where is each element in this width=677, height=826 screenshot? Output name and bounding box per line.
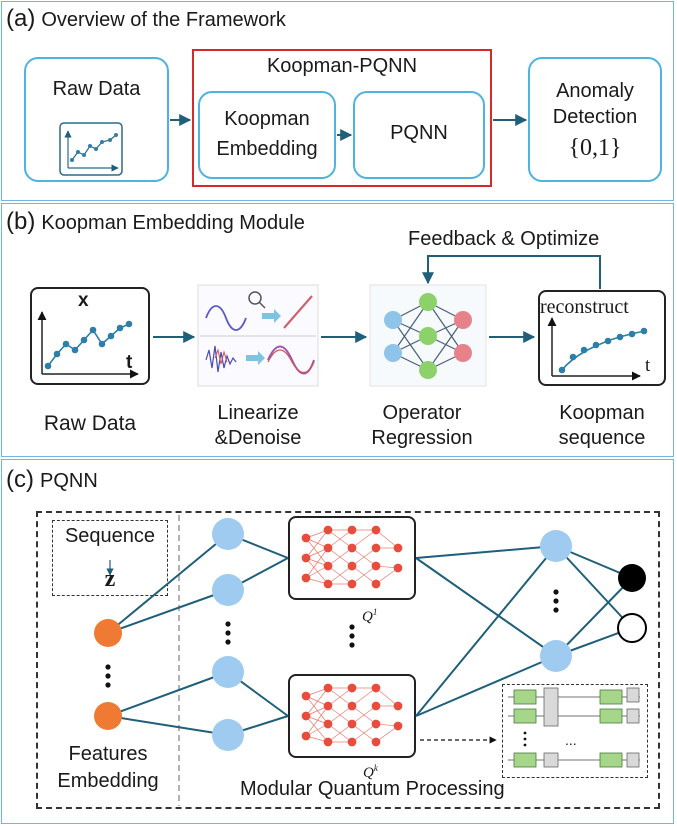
circuit-ellipsis: ... [565,732,577,748]
operator-line2: Regression [371,427,473,449]
q1-sup: 1 [372,607,378,617]
anomaly-line2: Detection [552,106,638,128]
feedback-label: Feedback & Optimize [408,228,600,250]
operator-regression-network-icon [369,284,487,387]
embedding-nodes [212,518,244,751]
koopman-pqnn-frame [192,49,492,187]
koopman-embedding-line2: Embedding [216,138,318,160]
output-hidden-nodes [540,530,572,672]
koopman-seq-line2: sequence [558,427,646,449]
raw-data-mini-chart-icon [59,122,123,176]
panel-b-heading: Koopman Embedding Module [41,212,305,234]
panel-c-label: (c) [6,466,34,493]
quantum-module-1-net-icon [301,525,403,589]
raw-data-label: Raw Data [52,78,141,100]
koopman-sequence-plot-icon [547,317,648,381]
panel-pqnn [1,459,674,824]
panel-b-arrows [153,255,601,343]
modular-label: Modular Quantum Processing [240,778,505,800]
t-variable-1: t [126,352,133,373]
sequence-box [52,520,168,596]
output-node-1 [618,564,646,592]
qk-label: Qk [363,763,378,782]
panel-c-heading: PQNN [39,470,98,492]
koopman-embedding-line1: Koopman [224,108,310,130]
features-line2: Embedding [57,770,159,792]
panel-a-title: (a)Overview of the Framework [6,5,286,33]
panel-koopman-embedding [1,203,674,457]
quantum-circuit-box [502,684,648,778]
anomaly-detection-box [528,57,662,182]
panel-a-arrows [170,114,528,141]
linearize-denoise-icon [197,284,319,387]
linearize-line2: &Denoise [214,427,302,449]
features-line1: Features [68,743,148,765]
reconstruct-label: reconstruct [540,296,629,318]
qk-letter: Q [363,765,374,781]
quantum-circuit-icon [508,687,640,768]
operator-line1: Operator [382,402,462,424]
sequence-label: Sequence [64,525,156,547]
x-variable: x [78,290,89,311]
anomaly-line1: Anomaly [556,80,634,102]
panel-a-heading: Overview of the Framework [41,9,286,31]
linearize-line1: Linearize [217,402,299,424]
pqnn-box [353,91,485,179]
anomaly-set: {0,1} [568,135,622,161]
quantum-module-k-net-icon [301,683,403,747]
q1-letter: Q [362,609,373,625]
pqnn-outer-frame [36,511,660,809]
raw-data-plot-box [30,287,150,385]
koopman-embedding-box [198,91,336,179]
qk-sup: k [373,763,378,773]
feature-nodes [94,619,122,730]
panel-b-title: (b)Koopman Embedding Module [6,208,305,236]
t-variable-2: t [645,355,651,376]
koopman-pqnn-title: Koopman-PQNN [266,55,418,77]
panel-c-title: (c)PQNN [6,466,98,494]
quantum-module-1-box [288,516,416,600]
raw-data-plot-icon [37,311,139,379]
panel-b-label: (b) [6,208,36,235]
panel-a-label: (a) [6,5,36,32]
q1-label: Q1 [362,607,377,626]
koopman-plot-box [538,290,666,386]
panel-overview [1,1,674,201]
quantum-module-k-box [288,674,416,758]
pqnn-label: PQNN [390,122,448,144]
koopman-seq-line1: Koopman [559,402,645,424]
raw-data-caption: Raw Data [43,412,137,435]
output-node-0 [617,613,647,643]
z-variable: z [104,566,116,592]
module-ellipsis-dots [349,624,355,648]
